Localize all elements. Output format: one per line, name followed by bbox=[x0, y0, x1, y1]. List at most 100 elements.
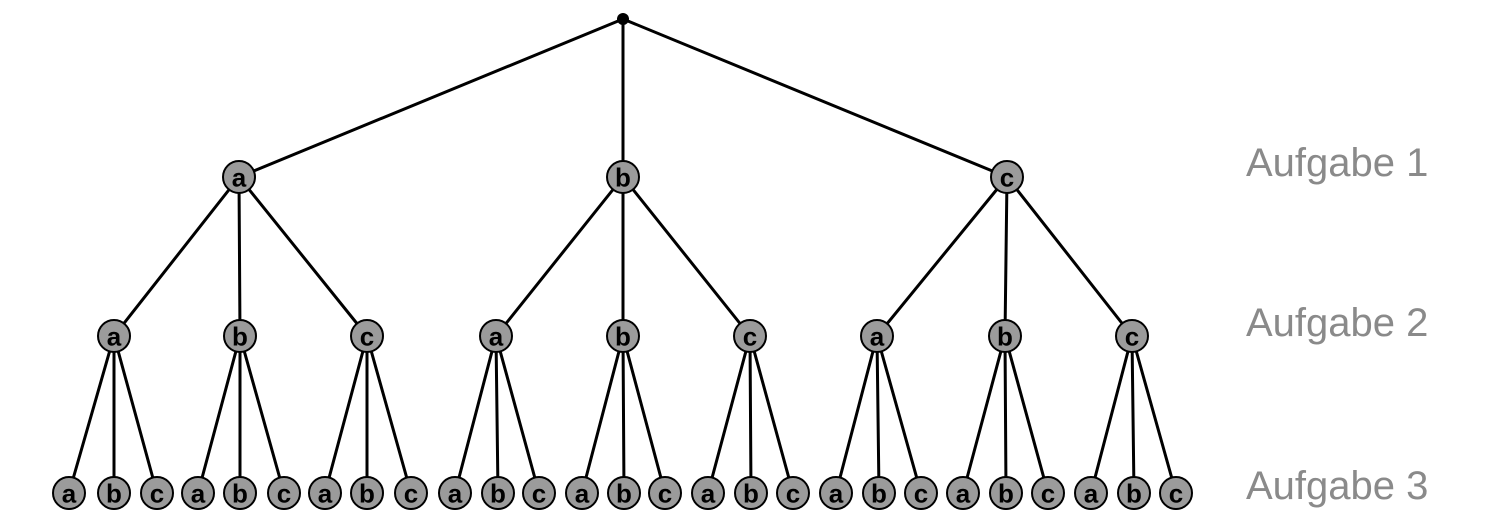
node-label: c bbox=[404, 478, 418, 508]
level-label-aufgabe-2: Aufgabe 2 bbox=[1246, 301, 1429, 345]
edge-c-a bbox=[875, 175, 1009, 338]
edge-cb-b bbox=[1003, 334, 1008, 495]
node-level3-aab: b bbox=[97, 476, 131, 510]
node-circle bbox=[1031, 476, 1065, 510]
node-level2-cc: c bbox=[1115, 319, 1149, 353]
node-circle bbox=[394, 476, 428, 510]
node-level3-abc: c bbox=[267, 476, 301, 510]
edge-aa-a bbox=[67, 334, 116, 495]
edge-ca-a bbox=[834, 334, 879, 495]
node-circle bbox=[606, 319, 640, 353]
edge-a-a bbox=[112, 175, 241, 338]
node-label: b bbox=[490, 478, 506, 508]
edge-bb-a bbox=[580, 334, 625, 495]
node-label: b bbox=[871, 478, 887, 508]
node-circle bbox=[223, 476, 257, 510]
node-circle bbox=[1074, 476, 1108, 510]
node-label: b bbox=[615, 321, 631, 351]
edge-bc-a bbox=[706, 334, 752, 495]
node-circle bbox=[606, 160, 640, 194]
node-level3-baa: a bbox=[438, 476, 472, 510]
node-circle bbox=[988, 319, 1022, 353]
node-label: b bbox=[106, 478, 122, 508]
node-circle bbox=[479, 319, 513, 353]
node-level3-acb: b bbox=[350, 476, 384, 510]
node-circle bbox=[1115, 319, 1149, 353]
node-label: c bbox=[914, 478, 928, 508]
node-label: a bbox=[318, 478, 333, 508]
node-level3-cca: a bbox=[1074, 476, 1108, 510]
node-label: b bbox=[359, 478, 375, 508]
node-label: a bbox=[829, 478, 844, 508]
node-level3-cba: a bbox=[946, 476, 980, 510]
node-level3-cbc: c bbox=[1031, 476, 1065, 510]
node-level2-ba: a bbox=[479, 319, 513, 353]
node-level3-aba: a bbox=[181, 476, 215, 510]
node-circle bbox=[648, 476, 682, 510]
node-label: b bbox=[615, 162, 631, 192]
node-circle bbox=[989, 476, 1023, 510]
edge-cb-a bbox=[961, 334, 1007, 495]
node-level3-aca: a bbox=[308, 476, 342, 510]
node-label: a bbox=[232, 162, 247, 192]
node-label: b bbox=[998, 478, 1014, 508]
node-circle bbox=[181, 476, 215, 510]
edge-cb-c bbox=[1003, 334, 1050, 495]
edge-a-b bbox=[237, 175, 242, 338]
node-circle bbox=[1117, 476, 1151, 510]
edge-root-c bbox=[621, 17, 1009, 179]
node-circle bbox=[862, 476, 896, 510]
node-label: a bbox=[575, 478, 590, 508]
node-circle bbox=[438, 476, 472, 510]
edge-ca-b bbox=[875, 334, 881, 495]
node-circle bbox=[97, 476, 131, 510]
node-circle bbox=[97, 319, 131, 353]
tree-edges bbox=[67, 17, 1178, 495]
node-circle bbox=[267, 476, 301, 510]
node-label: b bbox=[232, 321, 248, 351]
node-level3-ccb: b bbox=[1117, 476, 1151, 510]
node-label: b bbox=[616, 478, 632, 508]
level-label-aufgabe-3: Aufgabe 3 bbox=[1246, 464, 1429, 508]
node-circle bbox=[691, 476, 725, 510]
node-level3-bba: a bbox=[565, 476, 599, 510]
node-level3-bca: a bbox=[691, 476, 725, 510]
edge-a-c bbox=[237, 175, 369, 338]
node-level3-bbc: c bbox=[648, 476, 682, 510]
node-level3-bbb: b bbox=[607, 476, 641, 510]
node-level1-b: b bbox=[606, 160, 640, 194]
node-label: c bbox=[360, 321, 374, 351]
edge-cc-b bbox=[1130, 334, 1136, 495]
edge-c-b bbox=[1003, 175, 1009, 338]
node-label: a bbox=[956, 478, 971, 508]
node-label: c bbox=[277, 478, 291, 508]
node-label: c bbox=[532, 478, 546, 508]
node-label: c bbox=[743, 321, 757, 351]
node-level1-c: c bbox=[990, 160, 1024, 194]
node-circle bbox=[733, 319, 767, 353]
node-level3-cab: b bbox=[862, 476, 896, 510]
node-label: c bbox=[150, 478, 164, 508]
node-circle bbox=[904, 476, 938, 510]
node-level3-cac: c bbox=[904, 476, 938, 510]
node-circle bbox=[222, 160, 256, 194]
node-circle bbox=[860, 319, 894, 353]
node-label: c bbox=[1125, 321, 1139, 351]
node-circle bbox=[565, 476, 599, 510]
level-label-aufgabe-1: Aufgabe 1 bbox=[1246, 141, 1429, 185]
edge-ba-b bbox=[494, 334, 500, 495]
node-circle bbox=[1159, 476, 1193, 510]
node-label: a bbox=[1084, 478, 1099, 508]
node-label: a bbox=[107, 321, 122, 351]
node-label: b bbox=[743, 478, 759, 508]
edge-root-a bbox=[237, 17, 625, 179]
edge-bb-c bbox=[621, 334, 667, 495]
node-level2-aa: a bbox=[97, 319, 131, 353]
node-level2-ca: a bbox=[860, 319, 894, 353]
node-label: a bbox=[191, 478, 206, 508]
edge-bc-b bbox=[748, 334, 753, 495]
edge-ac-c bbox=[365, 334, 413, 495]
node-label: b bbox=[1126, 478, 1142, 508]
node-level3-ccc: c bbox=[1159, 476, 1193, 510]
